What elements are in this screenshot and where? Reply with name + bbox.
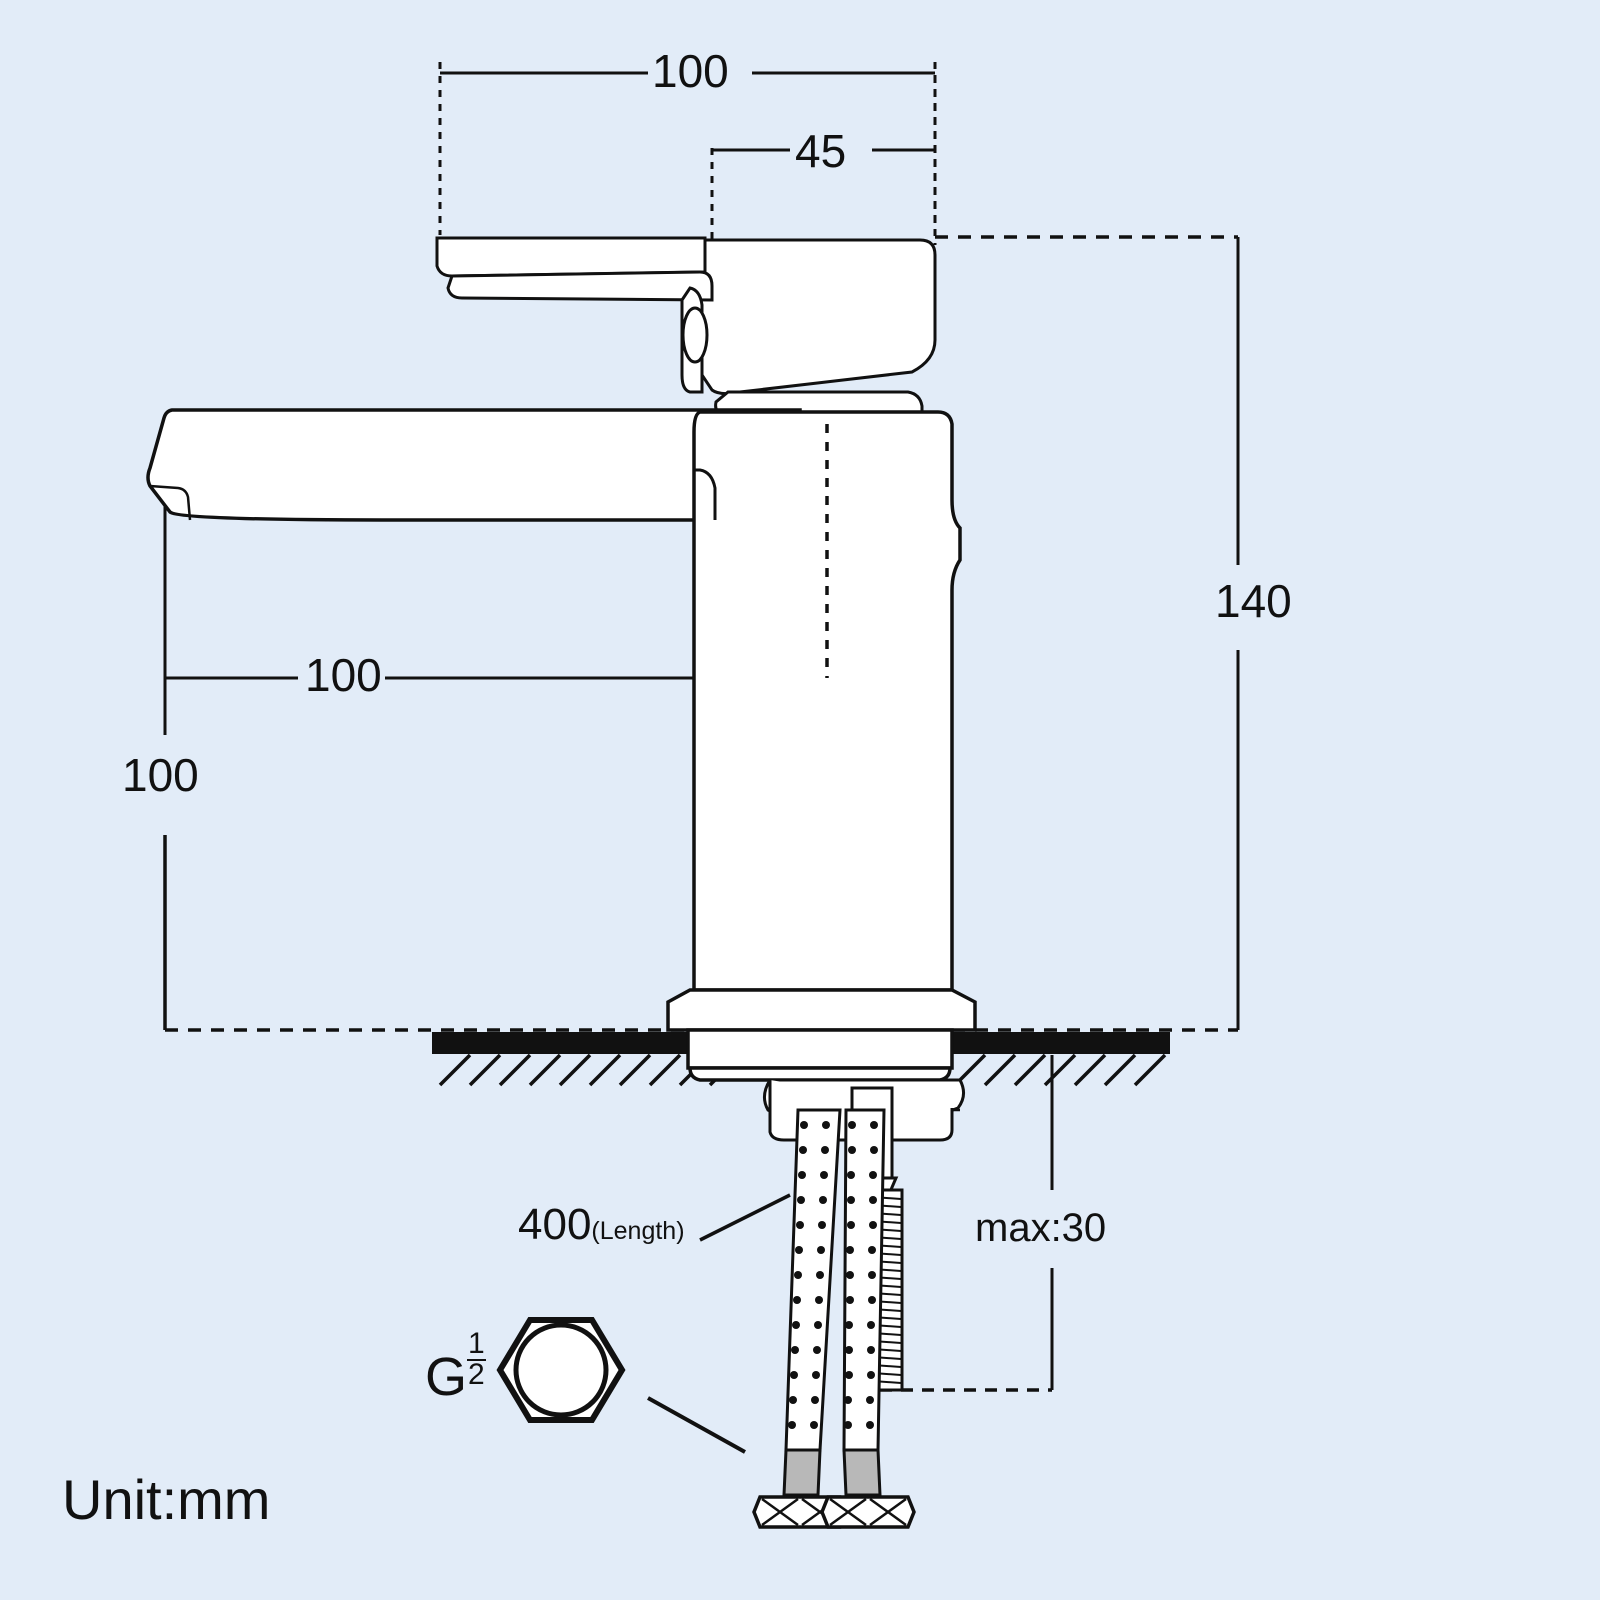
supply-hose-right bbox=[820, 1108, 916, 1529]
dimension-45 bbox=[710, 75, 937, 245]
dimension-100-spout-height bbox=[163, 835, 690, 1032]
faucet-body bbox=[692, 410, 962, 992]
faucet-base-plate bbox=[666, 988, 977, 1082]
dimension-label-45: 45 bbox=[795, 125, 847, 177]
dimension-label-100-spout-height: 100 bbox=[122, 749, 199, 801]
supply-hose-left bbox=[752, 1108, 848, 1529]
unit-note: Unit:mm bbox=[62, 1468, 271, 1531]
leader-line-hose-length bbox=[699, 1193, 791, 1242]
countertop-hatching bbox=[438, 1053, 1167, 1087]
dimension-140 bbox=[935, 235, 1240, 1032]
thread-size-numerator: 1 bbox=[467, 1327, 486, 1361]
dimension-label-100-top: 100 bbox=[652, 45, 729, 97]
thread-hex-nut-symbol bbox=[496, 1317, 626, 1423]
thread-size-letter: G bbox=[425, 1346, 468, 1407]
dimension-label-max-deck-thickness: max:30 bbox=[975, 1206, 1107, 1250]
faucet-spout bbox=[146, 408, 802, 522]
dimension-label-100-spout-reach: 100 bbox=[305, 649, 382, 701]
leader-line-thread-size bbox=[647, 1396, 746, 1454]
hose-length-value: 400 bbox=[518, 1200, 592, 1249]
thread-size-denominator: 2 bbox=[468, 1357, 485, 1391]
hose-braid-dots-right bbox=[844, 1121, 878, 1429]
dimension-label-140: 140 bbox=[1215, 575, 1292, 627]
hose-braid-dots-left bbox=[788, 1121, 830, 1429]
faucet-handle bbox=[435, 236, 937, 416]
hose-length-suffix: (Length) bbox=[591, 1217, 685, 1245]
dimension-label-hose-length: 400(Length) bbox=[518, 1203, 685, 1247]
